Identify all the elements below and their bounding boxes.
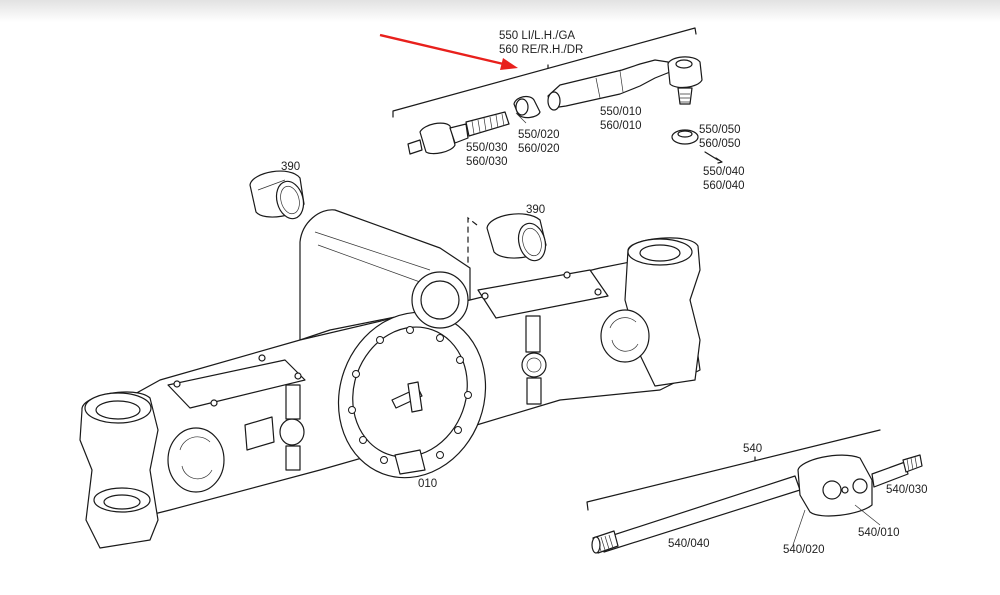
label-shaft-cross: 540/010 [858,527,900,539]
label-shaft-joint-yoke: 540/020 [783,544,825,556]
tie-rod-bracket [392,27,697,118]
clamp-part [513,95,541,119]
cotter-pin-part [704,151,723,164]
leader-line [515,112,527,124]
axle-housing-part [79,209,701,549]
label-clamp: 550/020 560/020 [518,129,560,155]
castle-nut-part [671,129,699,145]
label-cotter-pin: 550/040 560/040 [703,166,745,192]
label-bushing-left: 390 [281,161,301,173]
label-drive-shaft-assembly: 540 [743,443,763,455]
label-shaft-inner: 540/040 [668,538,710,550]
label-bushing-right: 390 [526,204,546,216]
bushing-right-part [486,213,547,262]
label-inner-joint: 550/030 560/030 [466,142,508,168]
tie-rod-end-part [547,56,703,111]
inner-joint-part [407,111,510,155]
label-tie-rod-assembly: 550 LI/L.H./GA 560 RE/R.H./DR [499,30,584,56]
bushing-left-part [249,170,305,220]
red-arrow-icon [379,33,518,70]
drive-shaft-bracket [586,429,881,511]
top-shadow [0,0,1000,22]
label-axle-housing: 010 [418,478,438,490]
label-tie-rod-end: 550/010 560/010 [600,106,642,132]
label-castle-nut: 550/050 560/050 [699,124,741,150]
label-shaft-outer: 540/030 [886,484,928,496]
assembly-dashed-line [467,216,478,305]
drive-shaft-part [591,454,923,554]
